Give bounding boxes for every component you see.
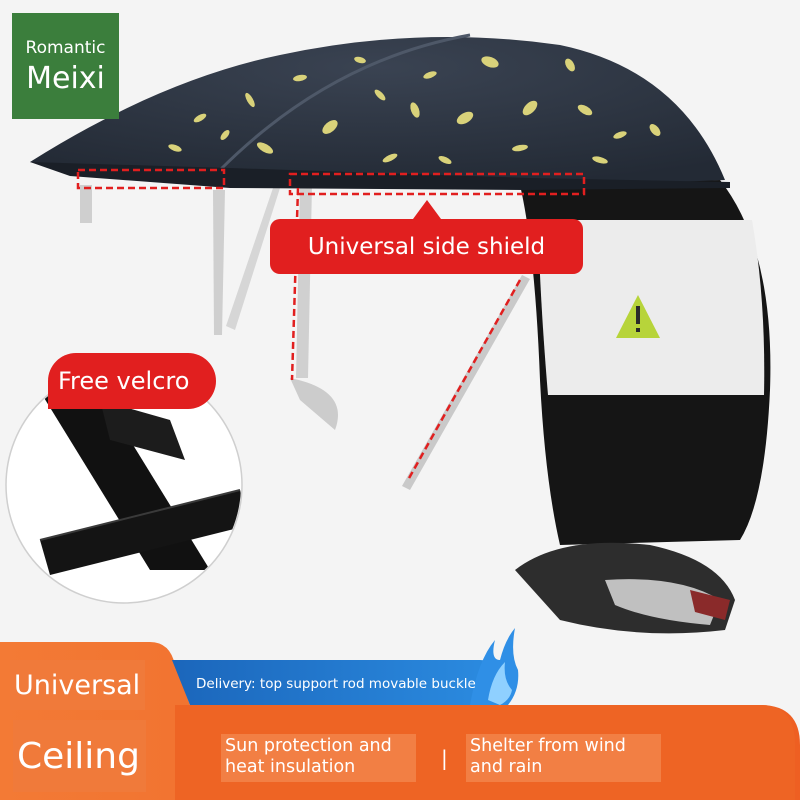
scooter-rear [515, 542, 735, 634]
universal-tag: Universal [10, 660, 145, 710]
feature-shelter: Shelter from wind and rain [466, 734, 661, 782]
delivery-strip-bg [172, 660, 495, 705]
leaf-pattern [168, 56, 661, 165]
ceiling-tag: Ceiling [13, 720, 146, 792]
velcro-callout: Free velcro [48, 353, 216, 409]
side-shield-callout: Universal side shield [270, 219, 583, 274]
feature-sun-protection: Sun protection and heat insulation [221, 734, 416, 782]
velcro-detail [5, 366, 243, 604]
velcro-guides [76, 168, 586, 481]
delivery-note: Delivery: top support rod movable buckle [196, 676, 476, 692]
side-shield [520, 180, 771, 545]
feature-divider: | [441, 745, 448, 771]
brand-line-1: Romantic [25, 38, 106, 58]
callout-pointer [413, 200, 441, 219]
brand-line-2: Meixi [26, 61, 105, 96]
warning-triangle-icon [616, 295, 660, 338]
canopy-roof [30, 33, 730, 190]
brand-logo: Romantic Meixi [12, 13, 119, 119]
blue-flame-icon [470, 628, 519, 705]
